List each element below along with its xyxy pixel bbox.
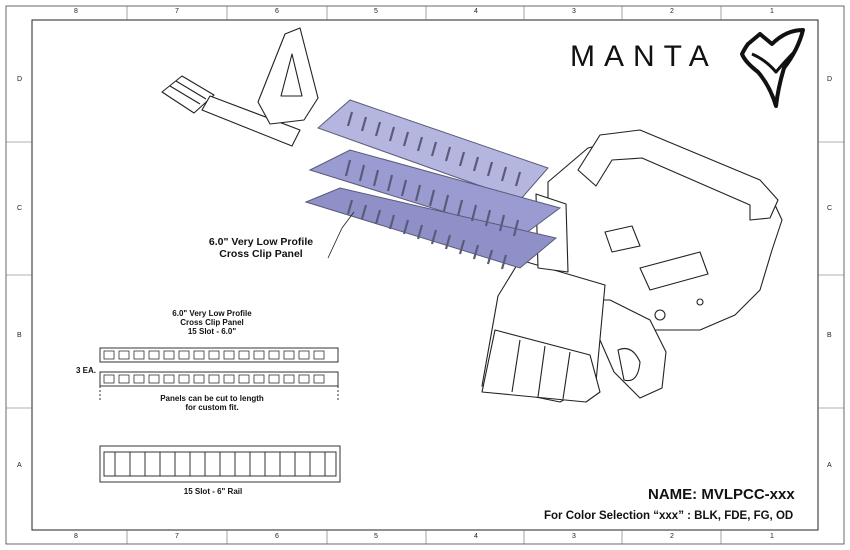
detail-title-line-3: 15 Slot - 6.0" [187,327,237,336]
detail-title-line-1: 6.0" Very Low Profile [172,309,252,318]
detail-title: 6.0" Very Low Profile Cross Clip Panel 1… [150,309,274,336]
zone-col-5-bottom: 5 [374,533,378,540]
brand-name: MANTA [570,40,718,73]
zone-col-7: 7 [175,8,179,15]
magazine [481,329,601,403]
zone-col-3-bottom: 3 [572,533,576,540]
callout-leader [327,211,355,259]
detail-title-line-2: Cross Clip Panel [180,318,244,327]
zone-row-b-right: B [827,332,832,339]
main-part-callout-line-2: Cross Clip Panel [219,248,303,260]
cut-note-line-2: for custom fit. [185,403,239,412]
rail-detail [99,445,341,483]
rifle-drawing [161,27,783,403]
zone-ticks [6,6,844,544]
zone-row-a: A [17,462,22,469]
zone-row-d: D [17,76,23,83]
zone-col-4: 4 [474,8,478,15]
rail-label: 15 Slot - 6" Rail [183,487,243,496]
cut-note-line-1: Panels can be cut to length [160,394,264,403]
panel-slots [103,350,325,384]
carry-handle [577,129,779,221]
flash-hider [161,75,215,114]
zone-col-6: 6 [275,8,279,15]
zone-row-a-right: A [827,462,832,469]
zone-col-8: 8 [74,8,78,15]
zone-col-2: 2 [670,8,674,15]
main-part-callout: 6.0" Very Low Profile Cross Clip Panel [196,236,326,260]
zone-col-7-bottom: 7 [175,533,179,540]
rail-outline [99,445,341,483]
zone-col-1: 1 [770,8,774,15]
cut-note: Panels can be cut to length for custom f… [132,394,292,412]
panel-bridges [100,361,338,373]
zone-col-5: 5 [374,8,378,15]
zone-col-8-bottom: 8 [74,533,78,540]
zone-row-b: B [17,332,22,339]
part-name: NAME: MVLPCC-xxx [648,486,795,503]
color-selection: For Color Selection “xxx” : BLK, FDE, FG… [544,510,794,522]
zone-col-2-bottom: 2 [670,533,674,540]
manta-logo-icon [740,28,805,108]
zone-col-3: 3 [572,8,576,15]
handguard-slots [344,111,522,270]
zone-col-1-bottom: 1 [770,533,774,540]
quantity-label: 3 EA. [76,366,97,375]
zone-row-d-right: D [827,76,833,83]
zone-col-4-bottom: 4 [474,533,478,540]
zone-col-6-bottom: 6 [275,533,279,540]
zone-row-c: C [17,205,23,212]
main-part-callout-line-1: 6.0" Very Low Profile [208,236,314,248]
zone-row-c-right: C [827,205,833,212]
